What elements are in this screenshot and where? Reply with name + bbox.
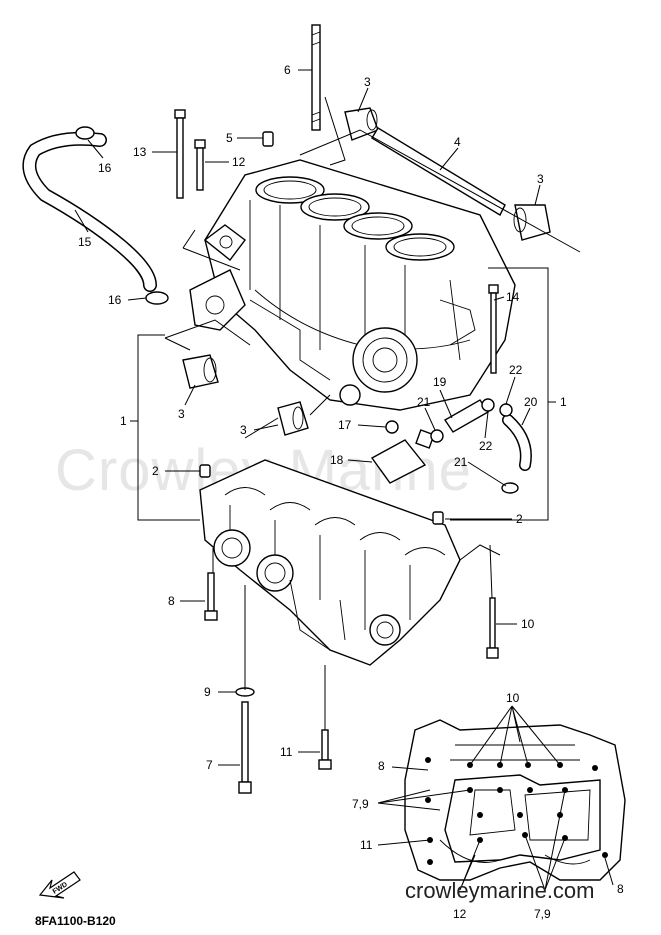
callout-3-mid: 3: [240, 423, 247, 437]
bolt-13: [174, 109, 186, 199]
dowel-2-right: [432, 511, 444, 525]
callout-17: 17: [338, 418, 352, 432]
mount-3-topright: [513, 204, 551, 241]
callout-1-right: 1: [560, 395, 567, 409]
callout-16-left: 16: [108, 293, 122, 307]
shaft-4: [371, 127, 506, 216]
clamp-16-top: [75, 126, 95, 140]
inset-callout-12: 12: [453, 907, 467, 921]
callout-21-b: 21: [454, 455, 468, 469]
callout-2-right: 2: [516, 512, 523, 526]
inset-callout-10: 10: [506, 691, 520, 705]
inset-callout-8-right: 8: [617, 882, 624, 896]
inset-labels: 10 8 7,9 11 12 7,9 8: [352, 691, 624, 921]
bolt-11: [318, 729, 332, 770]
dowel-5: [262, 131, 274, 147]
callout-3-top: 3: [364, 75, 371, 89]
callout-18: 18: [330, 453, 344, 467]
callout-1-left: 1: [120, 414, 127, 428]
callout-13: 13: [133, 145, 147, 159]
bolt-7: [238, 701, 252, 794]
callout-14: 14: [506, 290, 520, 304]
callout-16-top: 16: [98, 161, 112, 175]
breather-18: [370, 429, 435, 484]
bolt-10: [486, 597, 499, 659]
lower-crankcase: [199, 459, 461, 666]
callout-8: 8: [168, 594, 175, 608]
fwd-arrow-icon: FWD: [38, 871, 81, 899]
callout-20: 20: [524, 395, 538, 409]
callout-19: 19: [433, 375, 447, 389]
inset-callout-11: 11: [360, 838, 373, 852]
oring-22: [481, 398, 513, 417]
callout-7: 7: [206, 758, 213, 772]
callout-15: 15: [78, 235, 92, 249]
bolt-8: [204, 572, 218, 621]
callout-9: 9: [204, 685, 211, 699]
callout-5: 5: [226, 131, 233, 145]
callout-3-topright: 3: [537, 172, 544, 186]
inset-bottom-view: [377, 705, 626, 891]
dowel-2-left: [199, 464, 211, 478]
callout-6: 6: [284, 63, 291, 77]
callout-3-left: 3: [178, 407, 185, 421]
callout-22-a: 22: [509, 363, 523, 377]
hose-15: [22, 131, 157, 292]
mount-3-mid: [277, 401, 309, 436]
bolt-14: [488, 284, 499, 374]
callout-2-left: 2: [152, 464, 159, 478]
callout-labels: 6 3 4 3 5 13 12 16 15 16 14 3 3 1 1 17 1…: [78, 63, 567, 772]
bolt-12: [194, 139, 206, 191]
diagram-code: 8FA1100-B120: [35, 914, 116, 928]
bolt-17: [385, 420, 399, 434]
callout-4: 4: [454, 135, 461, 149]
inset-callout-7-9-left: 7,9: [352, 797, 369, 811]
callout-10: 10: [521, 617, 535, 631]
leader-lines: [74, 69, 581, 766]
upper-crankcase: [189, 159, 516, 411]
callout-12: 12: [232, 155, 246, 169]
inset-callout-7-9-bottom: 7,9: [534, 907, 551, 921]
inset-callout-8: 8: [378, 759, 385, 773]
clamp-16-left: [145, 291, 169, 305]
mount-3-left: [182, 354, 219, 389]
stud-6: [311, 24, 321, 131]
callout-22-b: 22: [479, 439, 493, 453]
callout-11: 11: [280, 745, 293, 759]
site-url: crowleymarine.com: [405, 878, 595, 903]
callout-21-a: 21: [417, 395, 431, 409]
hose-20: [502, 414, 532, 471]
